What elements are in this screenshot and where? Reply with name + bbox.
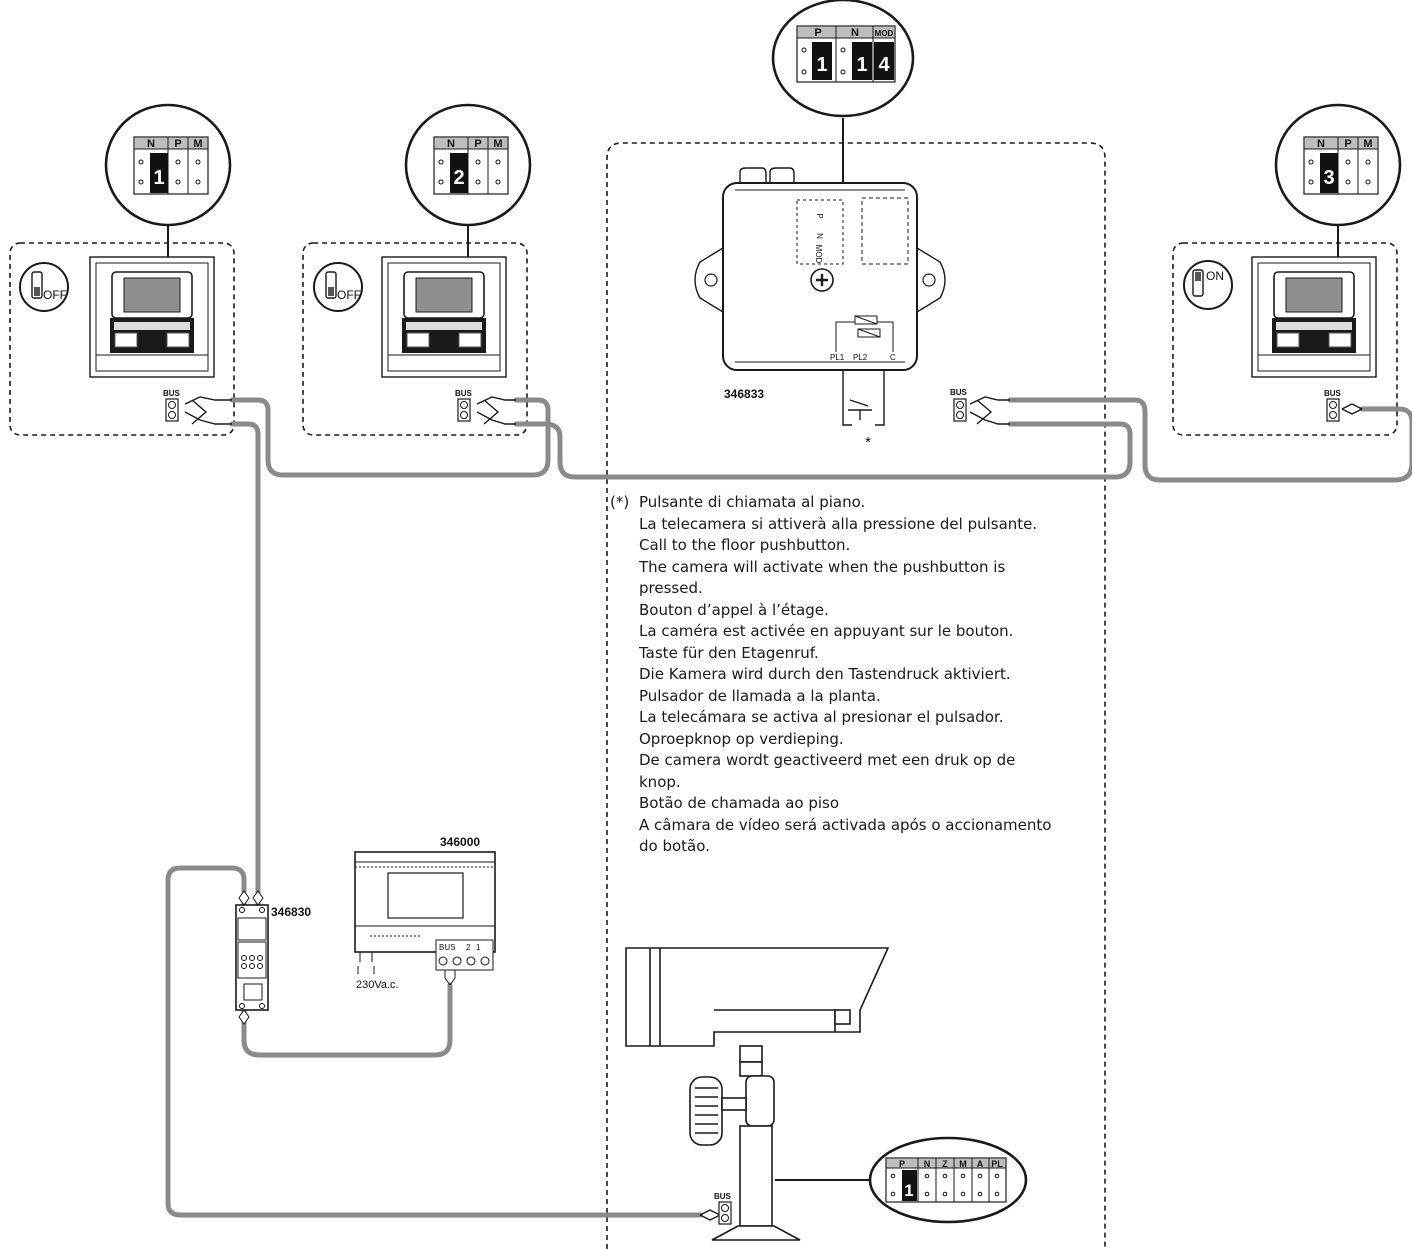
cable-adapter-psu bbox=[241, 982, 453, 1058]
cfg-header: M bbox=[493, 138, 502, 150]
psu-terminal-label: 2 bbox=[466, 943, 471, 952]
psu-terminal-label: 1 bbox=[476, 943, 481, 952]
cfg-value: 1 bbox=[904, 1181, 913, 1200]
cfg-header: P bbox=[899, 1159, 905, 1169]
enclosures bbox=[9, 142, 1398, 1249]
note-line: Oproepknop op verdieping. bbox=[639, 729, 844, 748]
cable-h1-adapter bbox=[229, 421, 261, 908]
note-line: A câmara de vídeo será activada após o a… bbox=[639, 815, 1052, 856]
module-code: 346833 bbox=[724, 387, 764, 401]
power-input-label: 230Va.c. bbox=[356, 979, 399, 991]
bus-label: BUS bbox=[163, 389, 181, 398]
cable-module-h3 bbox=[1007, 397, 1412, 483]
switch-state: OFF bbox=[43, 288, 67, 302]
bus-terminal-h3: BUS bbox=[1324, 389, 1342, 422]
bus-adapter: 346830 bbox=[235, 890, 311, 1025]
pushbutton-asterisk: * bbox=[865, 434, 871, 451]
cfg-header: N bbox=[924, 1159, 931, 1169]
cfg-header: MOD bbox=[875, 29, 894, 38]
note-line: Taste für den Etagenruf. bbox=[639, 643, 819, 662]
module-terminal-label: PL1 bbox=[830, 353, 845, 362]
bus-terminals: BUS BUS BUS BUS BUS bbox=[163, 388, 1342, 1225]
cfg-header: M bbox=[1363, 138, 1372, 150]
cfg-header: P bbox=[474, 138, 481, 150]
camera bbox=[625, 947, 890, 1241]
configurator-handset3: N P M 3 bbox=[1274, 103, 1402, 257]
switch-state: ON bbox=[1206, 269, 1224, 283]
cfg-header: P bbox=[814, 27, 821, 39]
note-line: Die Kamera wird durch den Tastendruck ak… bbox=[639, 665, 1011, 683]
bus-cables bbox=[165, 397, 1412, 1218]
cfg-value: 2 bbox=[453, 167, 464, 189]
handset1-enclosure bbox=[9, 242, 235, 436]
cfg-value: 1 bbox=[816, 54, 827, 76]
switch-handset2: OFF bbox=[313, 262, 363, 312]
cable-h1-h2 bbox=[229, 397, 551, 478]
note-line: The camera will activate when the pushbu… bbox=[639, 557, 1006, 598]
bus-leads bbox=[184, 396, 1363, 1221]
module-terminal-label: C bbox=[890, 353, 896, 362]
cfg-header: PL bbox=[991, 1159, 1003, 1169]
bus-terminal-h2: BUS bbox=[455, 389, 473, 422]
psu-terminal-label: BUS bbox=[439, 943, 455, 952]
configurator-camera: P N Z M A PL 1 bbox=[775, 1136, 1028, 1224]
handset-2 bbox=[381, 256, 507, 378]
bus-label: BUS bbox=[1324, 389, 1342, 398]
note-line: La telecámara se activa al presionar el … bbox=[639, 708, 1004, 726]
cfg-value: 1 bbox=[856, 54, 867, 76]
cfg-header: M bbox=[193, 138, 202, 150]
notes: (*) Pulsante di chiamata al piano. La te… bbox=[610, 492, 1070, 858]
floor-call-module: P N MOD PL1 PL2 C 346833 * bbox=[694, 167, 946, 451]
cfg-value: 4 bbox=[878, 54, 890, 76]
module-slot-label: MOD bbox=[814, 245, 823, 264]
cable-adapter-camera bbox=[165, 865, 703, 1218]
bus-terminal-module: BUS bbox=[950, 388, 968, 422]
cfg-value: 3 bbox=[1323, 167, 1334, 189]
bus-terminal-camera: BUS bbox=[714, 1192, 732, 1225]
note-line: De camera wordt geactiveerd met een druk… bbox=[639, 751, 1016, 791]
module-slot-label: N bbox=[815, 233, 824, 239]
call-pushbutton bbox=[842, 370, 885, 426]
power-supply-code: 346000 bbox=[440, 835, 480, 849]
configurator-handset2: N P M 2 bbox=[404, 103, 532, 257]
cfg-header: M bbox=[959, 1159, 967, 1169]
cable-h2-module bbox=[513, 421, 1133, 480]
handset-1 bbox=[89, 256, 215, 378]
cfg-header: Z bbox=[942, 1159, 948, 1169]
switch-state: OFF bbox=[337, 288, 361, 302]
cfg-header: N bbox=[851, 27, 859, 39]
handset3-enclosure bbox=[1172, 242, 1398, 436]
bus-adapter-code: 346830 bbox=[271, 905, 311, 919]
bus-label: BUS bbox=[950, 388, 968, 397]
note-line: Pulsante di chiamata al piano. bbox=[639, 493, 866, 511]
module-slot-label: P bbox=[815, 213, 824, 218]
handset-3 bbox=[1251, 256, 1377, 378]
note-line: Bouton d’appel à l’étage. bbox=[639, 600, 829, 619]
bus-terminal-h1: BUS bbox=[163, 389, 181, 422]
cfg-header: N bbox=[147, 138, 155, 150]
bus-label: BUS bbox=[455, 389, 473, 398]
power-supply: BUS 2 1 346000 230Va.c. bbox=[354, 835, 496, 991]
configurator-module: P N MOD 1 1 4 bbox=[771, 0, 915, 183]
cfg-value: 1 bbox=[153, 167, 164, 189]
switch-handset1: OFF bbox=[19, 262, 69, 312]
note-line: La caméra est activée en appuyant sur le… bbox=[639, 622, 1014, 640]
cfg-header: P bbox=[1344, 138, 1351, 150]
module-terminal-label: PL2 bbox=[853, 353, 868, 362]
cfg-header: N bbox=[1317, 138, 1325, 150]
cfg-header: P bbox=[174, 138, 181, 150]
note-line: La telecamera si attiverà alla pressione… bbox=[639, 514, 1038, 533]
switch-handset3: ON bbox=[1183, 260, 1233, 310]
configurator-handset1: N P M 1 bbox=[104, 103, 232, 257]
bus-label: BUS bbox=[714, 1192, 732, 1201]
cfg-header: A bbox=[977, 1159, 984, 1169]
notes-marker: (*) bbox=[610, 493, 630, 511]
note-line: Botão de chamada ao piso bbox=[639, 794, 840, 812]
note-line: Call to the floor pushbutton. bbox=[639, 536, 851, 554]
note-line: Pulsador de llamada a la planta. bbox=[639, 686, 881, 705]
cfg-header: N bbox=[447, 138, 455, 150]
handset2-enclosure bbox=[302, 242, 528, 436]
